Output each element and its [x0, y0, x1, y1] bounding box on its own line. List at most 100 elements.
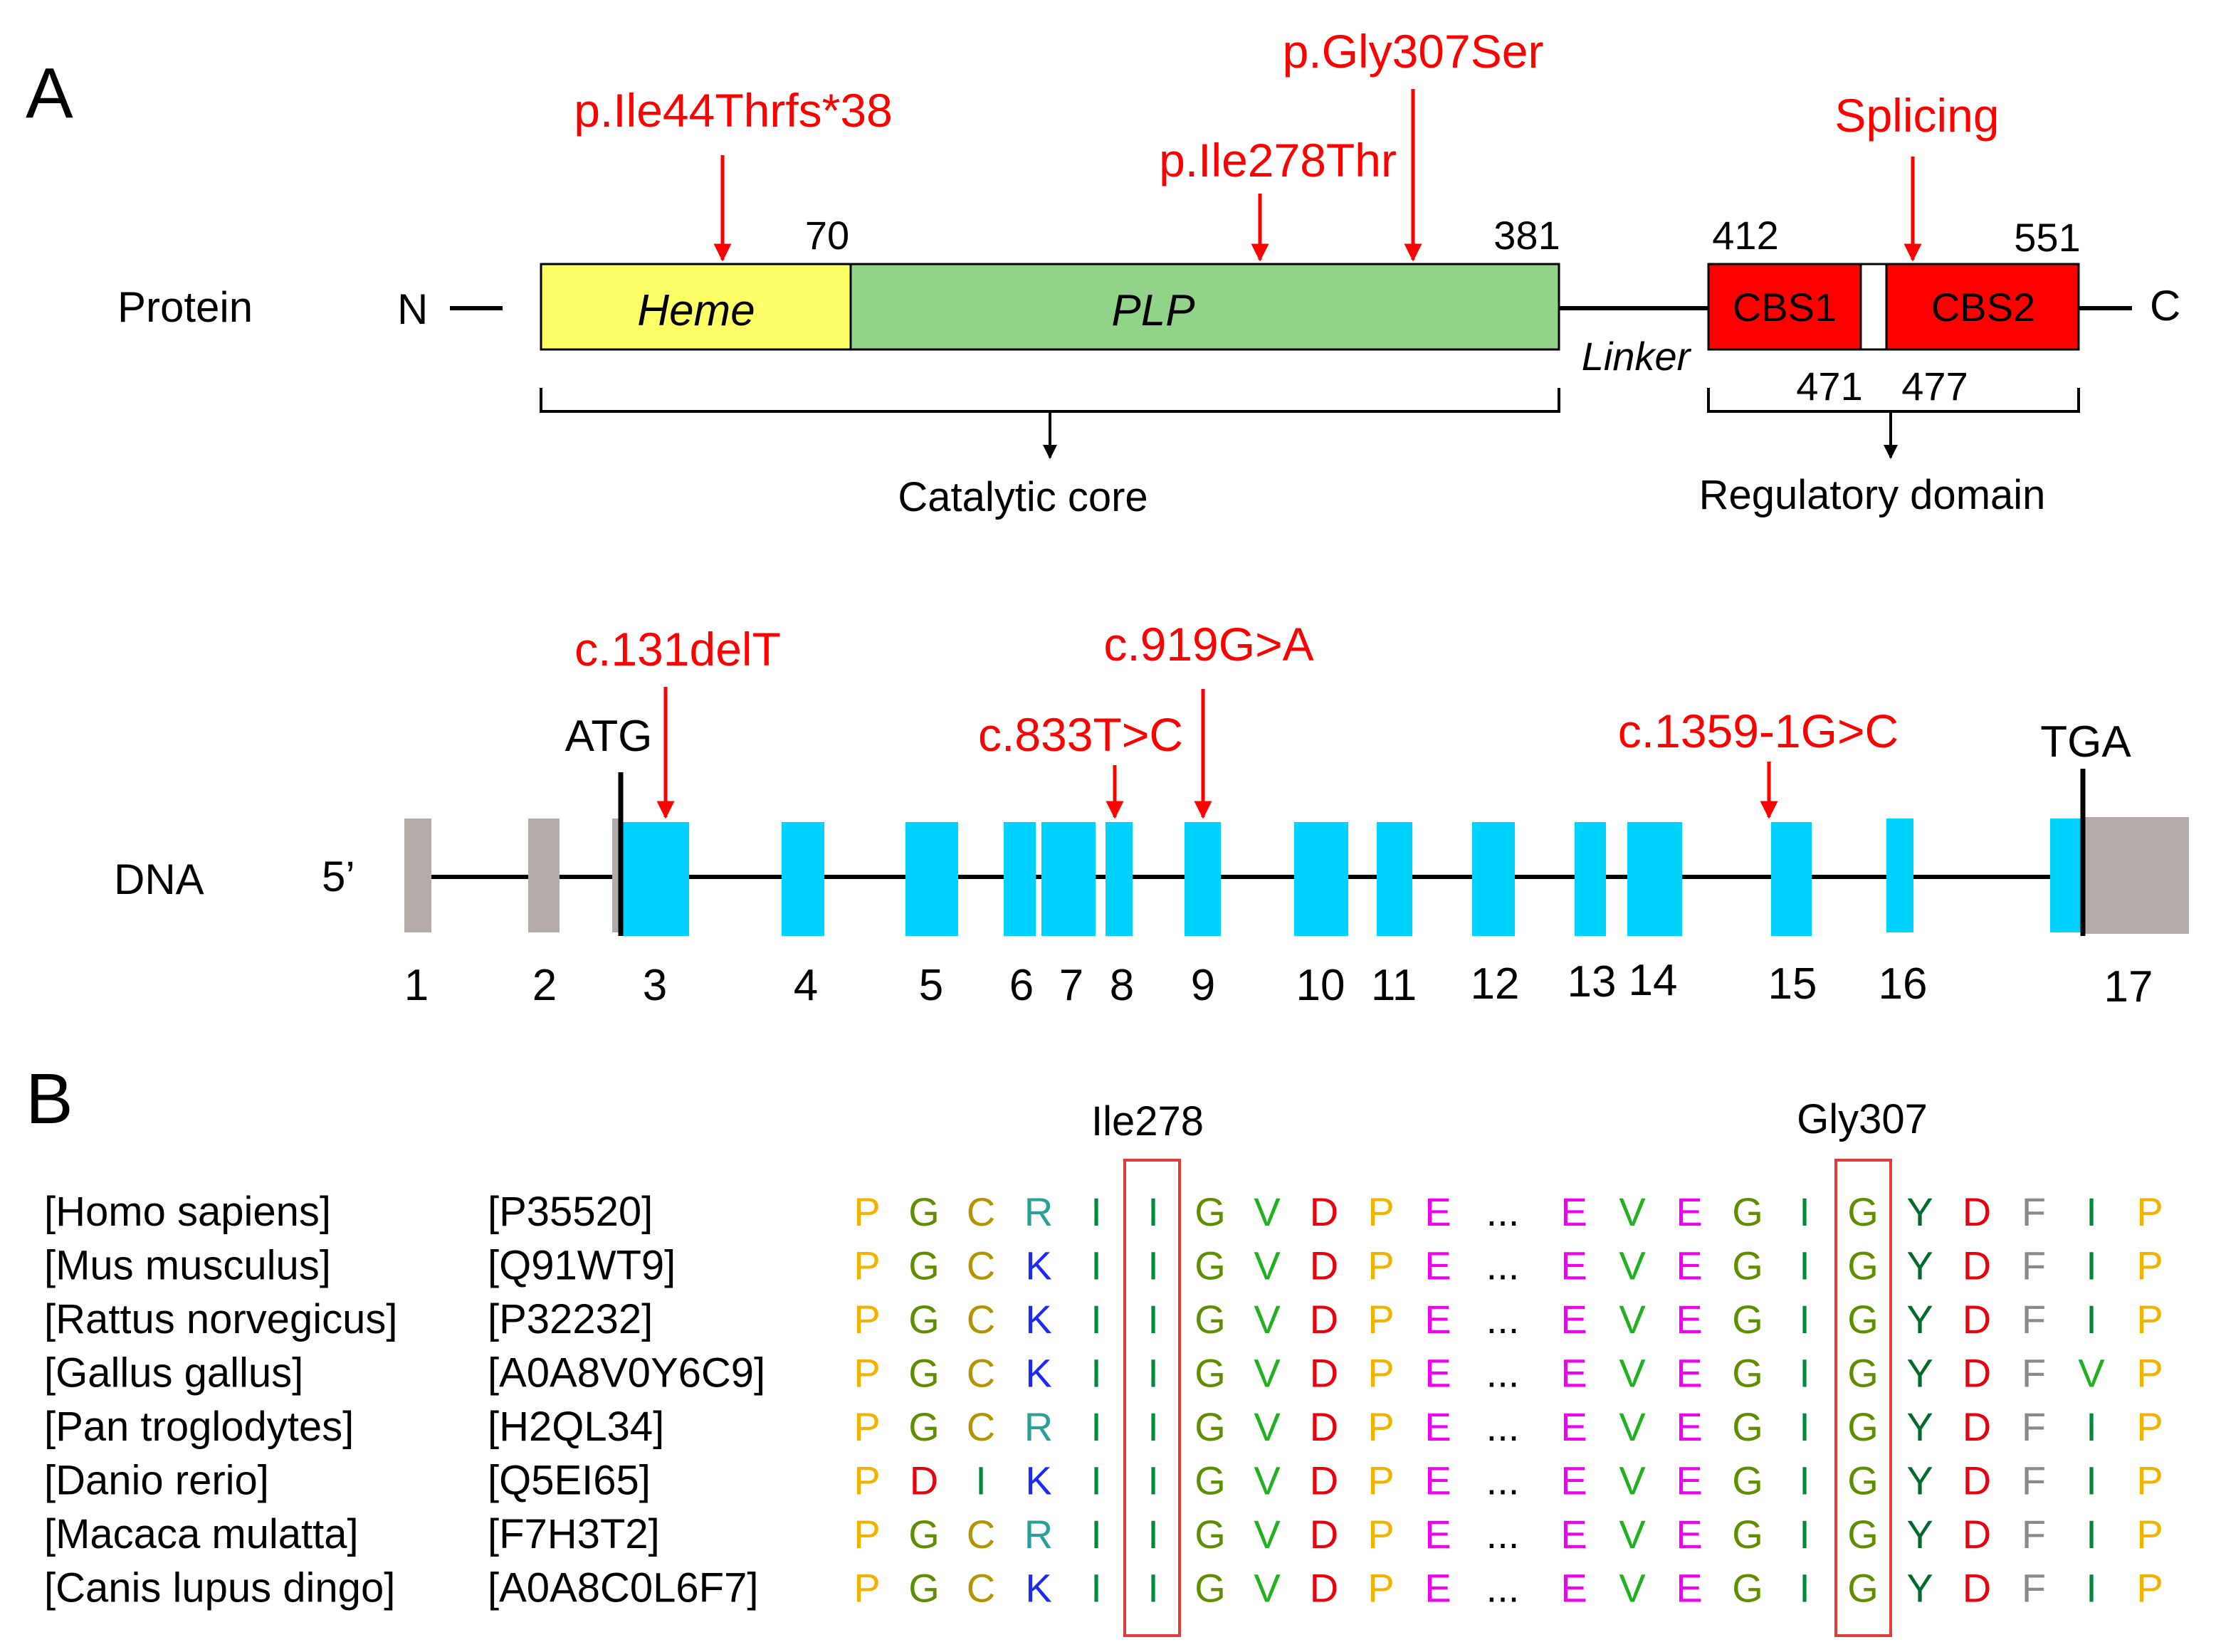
exon-1-utr: [404, 819, 431, 932]
position-471: 471: [1796, 364, 1862, 409]
exon-8: [1106, 822, 1133, 936]
uniprot-id: [H2QL34]: [488, 1404, 664, 1450]
residue-right-7: Y: [1906, 1297, 1933, 1342]
residue-left-5: I: [1091, 1189, 1102, 1234]
residue-left-3: C: [967, 1297, 995, 1342]
residue-left-4: K: [1025, 1351, 1051, 1396]
exon-number-10: 10: [1296, 961, 1345, 1010]
exon-7: [1041, 822, 1096, 936]
residue-left-9: D: [1310, 1297, 1338, 1342]
exon-number-17: 17: [2104, 962, 2153, 1011]
residue-right-4: G: [1732, 1512, 1763, 1557]
residue-right-10: I: [2086, 1297, 2097, 1342]
residue-left-6: I: [1148, 1189, 1159, 1234]
residue-left-11: E: [1424, 1404, 1451, 1449]
residue-left-7: G: [1194, 1458, 1226, 1503]
panel-b-label: B: [26, 1059, 73, 1139]
residue-left-11: E: [1424, 1297, 1451, 1342]
residue-right-6: G: [1847, 1458, 1879, 1503]
residue-left-2: G: [908, 1351, 940, 1396]
residue-left-3: C: [967, 1512, 995, 1557]
residue-left-10: P: [1367, 1566, 1394, 1611]
residue-right-8: D: [1963, 1512, 1991, 1557]
residue-left-8: V: [1254, 1189, 1281, 1234]
residue-right-3: E: [1676, 1566, 1702, 1611]
residue-right-9: F: [2022, 1404, 2046, 1449]
protein-row-label: Protein: [117, 283, 253, 331]
residue-left-5: I: [1091, 1512, 1102, 1557]
residue-left-11: E: [1424, 1458, 1451, 1503]
cbs2-domain: [1885, 263, 2080, 351]
residue-left-3: C: [967, 1404, 995, 1449]
regulatory-domain-label: Regulatory domain: [1699, 472, 2046, 518]
residue-left-1: P: [854, 1297, 880, 1342]
residue-right-11: P: [2136, 1297, 2163, 1342]
residue-right-9: F: [2022, 1458, 2046, 1503]
residue-left-9: D: [1310, 1351, 1338, 1396]
residue-left-10: P: [1367, 1512, 1394, 1557]
residue-left-6: I: [1148, 1512, 1159, 1557]
species-name: [Homo sapiens]: [44, 1189, 331, 1235]
residue-right-4: G: [1732, 1351, 1763, 1396]
residue-left-5: I: [1091, 1458, 1102, 1503]
residue-right-10: I: [2086, 1512, 2097, 1557]
residue-right-11: P: [2136, 1404, 2163, 1449]
exon-number-12: 12: [1471, 959, 1520, 1009]
residue-right-5: I: [1799, 1512, 1810, 1557]
species-name: [Gallus gallus]: [44, 1350, 303, 1396]
residue-left-5: I: [1091, 1351, 1102, 1396]
site-label-gly307: Gly307: [1797, 1096, 1928, 1142]
uniprot-id: [A0A8V0Y6C9]: [488, 1350, 765, 1396]
residue-right-8: D: [1963, 1351, 1991, 1396]
residue-right-2: V: [1619, 1404, 1646, 1449]
uniprot-id: [P32232]: [488, 1296, 653, 1342]
residue-left-7: G: [1194, 1243, 1226, 1288]
residue-left-3: I: [975, 1458, 987, 1503]
residue-right-4: G: [1732, 1243, 1763, 1288]
residue-right-4: G: [1732, 1297, 1763, 1342]
catalytic-core-bracket: [540, 388, 1560, 413]
species-name: [Rattus norvegicus]: [44, 1296, 397, 1342]
exon-2-utr: [528, 819, 560, 932]
residue-left-3: C: [967, 1566, 995, 1611]
residue-right-3: E: [1676, 1458, 1702, 1503]
residue-left-1: P: [854, 1512, 880, 1557]
residue-right-11: P: [2136, 1566, 2163, 1611]
residue-right-2: V: [1619, 1512, 1646, 1557]
uniprot-id: [P35520]: [488, 1189, 653, 1235]
residue-right-6: G: [1847, 1566, 1879, 1611]
exon-number-7: 7: [1059, 961, 1083, 1010]
residue-left-6: I: [1148, 1458, 1159, 1503]
exon-14: [1627, 822, 1682, 936]
residue-right-3: E: [1676, 1351, 1702, 1396]
residue-right-1: E: [1560, 1404, 1587, 1449]
residue-left-10: P: [1367, 1297, 1394, 1342]
mutation-label-gly307ser: p.Gly307Ser: [1283, 25, 1544, 78]
residue-left-8: V: [1254, 1512, 1281, 1557]
residue-left-3: C: [967, 1243, 995, 1288]
residue-left-11: E: [1424, 1351, 1451, 1396]
n-terminus-label: N: [397, 285, 428, 333]
regulatory-domain-bracket: [1707, 388, 2080, 413]
position-551: 551: [2014, 215, 2080, 260]
exon-number-labels: 1 2 3 4 5 6 7 8 9 10 11 12 13 14 15 16 1…: [404, 956, 2153, 1011]
residue-left-9: D: [1310, 1458, 1338, 1503]
exon-10: [1294, 822, 1348, 936]
uniprot-id: [Q91WT9]: [488, 1243, 676, 1289]
sequence-gap-ellipsis: ...: [1486, 1404, 1520, 1449]
residue-right-3: E: [1676, 1404, 1702, 1449]
residue-right-2: V: [1619, 1297, 1646, 1342]
residue-right-2: V: [1619, 1566, 1646, 1611]
residue-right-8: D: [1963, 1404, 1991, 1449]
residue-left-1: P: [854, 1189, 880, 1234]
residue-right-7: Y: [1906, 1458, 1933, 1503]
residue-right-5: I: [1799, 1351, 1810, 1396]
residue-right-9: F: [2022, 1189, 2046, 1234]
residue-right-2: V: [1619, 1458, 1646, 1503]
residue-left-3: C: [967, 1351, 995, 1396]
site-label-ile278: Ile278: [1091, 1098, 1204, 1145]
